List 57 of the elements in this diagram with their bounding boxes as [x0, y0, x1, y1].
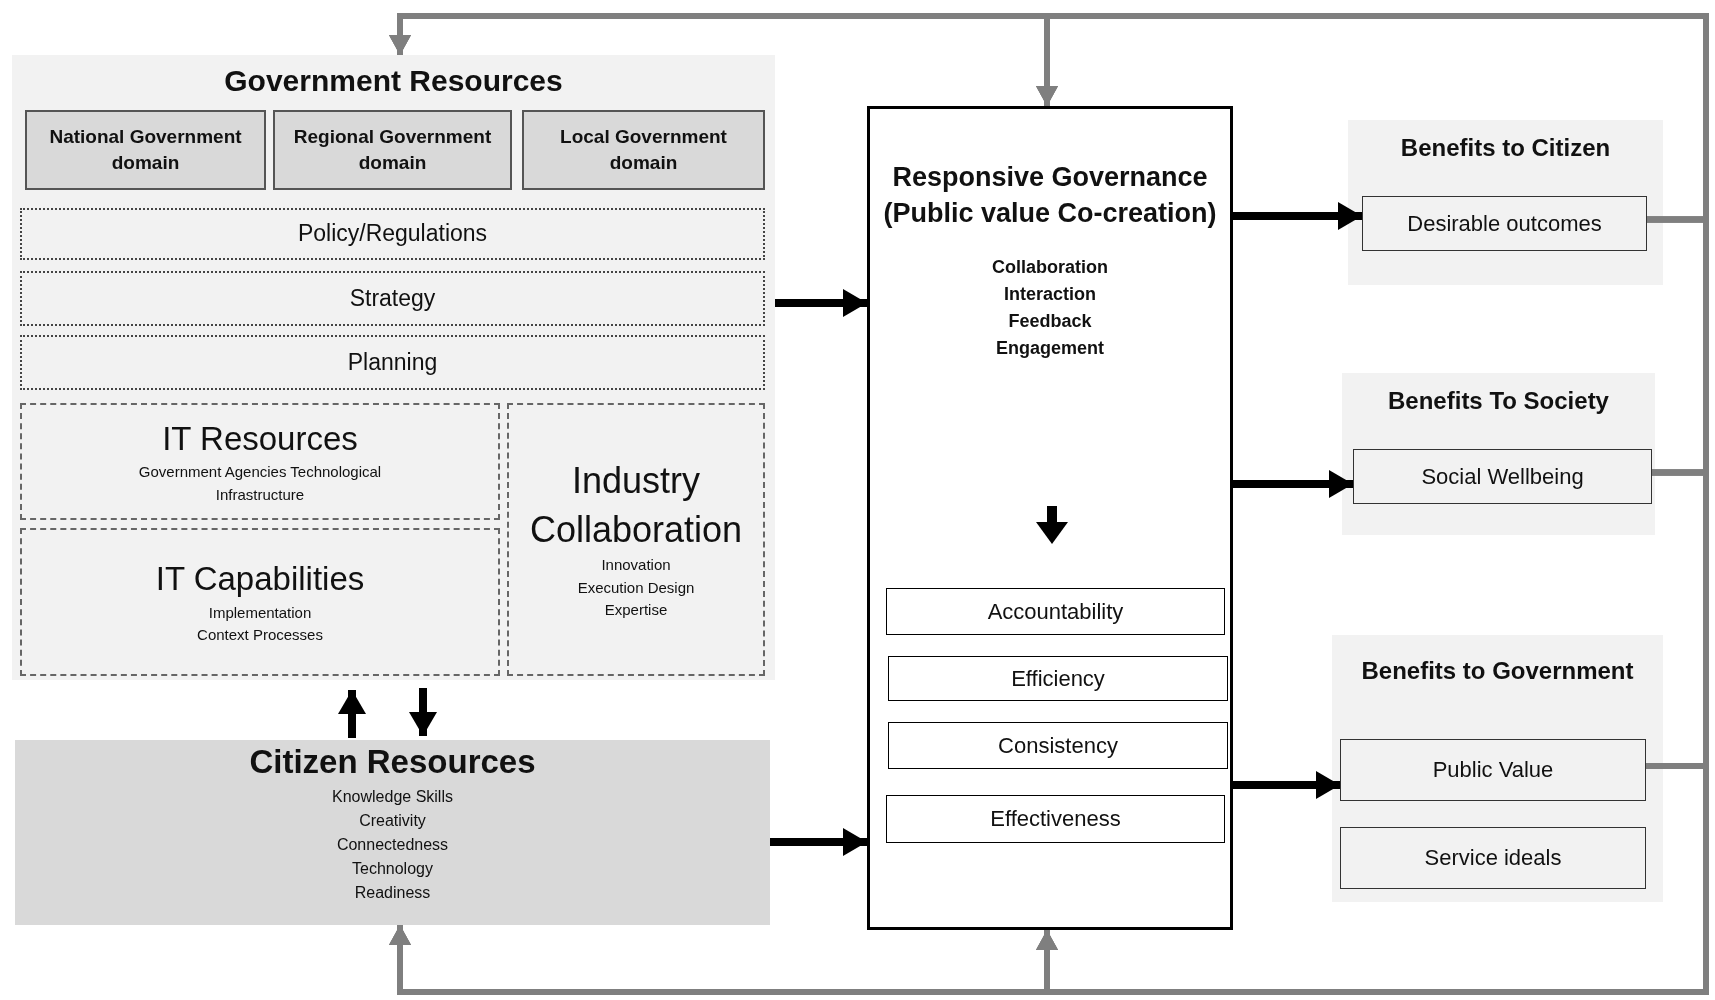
detail-list: Implementation Context Processes — [195, 601, 325, 647]
box-label: Regional Government domain — [292, 125, 493, 175]
detail-list: Knowledge Skills Creativity Connectedness Technology Readiness — [317, 784, 468, 905]
outcome-box — [886, 588, 1225, 635]
box-label: Industry Collaboration — [528, 459, 744, 552]
benefit-panel — [1348, 120, 1663, 285]
panel-heading: Benefits to Government — [1361, 656, 1634, 686]
box-label: National Government domain — [48, 125, 243, 175]
benefit-box — [1340, 739, 1646, 801]
benefit-panel — [1342, 373, 1655, 535]
domain-box — [25, 110, 266, 190]
panel-heading: Responsive Governance (Public value Co-creation) — [882, 161, 1218, 231]
box-label: Social Wellbeing — [1421, 462, 1584, 491]
box-label: Strategy — [349, 283, 436, 313]
box-label: Effectiveness — [990, 805, 1121, 834]
resource-box — [507, 403, 765, 676]
outcome-box — [888, 656, 1228, 701]
panel-heading: Citizen Resources — [249, 742, 536, 782]
arrow — [1233, 470, 1353, 498]
box-label: Accountability — [987, 597, 1124, 626]
box-label: IT Capabilities — [155, 559, 365, 600]
domain-box — [522, 110, 765, 190]
box-label: Service ideals — [1424, 844, 1562, 873]
detail-list: Collaboration Interaction Feedback Engagement — [990, 253, 1110, 362]
panel-heading: Government Resources — [224, 63, 563, 99]
panel-heading: Benefits to Citizen — [1400, 133, 1611, 163]
outcome-box — [888, 722, 1228, 769]
layer-band — [20, 271, 765, 326]
box-label: Policy/Regulations — [297, 219, 488, 249]
panel — [12, 55, 775, 680]
arrow — [1233, 771, 1340, 799]
panel-heading: Benefits To Society — [1388, 386, 1609, 416]
benefit-box — [1362, 196, 1647, 251]
box-label: Planning — [347, 347, 438, 377]
governance-box — [867, 106, 1233, 930]
detail-list: Innovation Execution Design Expertise — [571, 554, 701, 622]
box-label: Efficiency — [1011, 664, 1105, 693]
benefit-box — [1340, 827, 1646, 889]
arrow — [1233, 202, 1362, 230]
box-label: Desirable outcomes — [1407, 209, 1602, 238]
benefit-box — [1353, 449, 1652, 504]
box-label: Local Government domain — [559, 125, 728, 175]
box-label: IT Resources — [162, 418, 358, 459]
resource-box — [20, 528, 500, 676]
resource-panel — [15, 740, 770, 925]
detail-list: Government Agencies Technological Infrastructure — [110, 461, 410, 507]
layer-band — [20, 208, 765, 260]
box-label: Consistency — [998, 731, 1118, 760]
box-label: Public Value — [1432, 756, 1554, 785]
layer-band — [20, 335, 765, 390]
arrow — [775, 289, 867, 317]
resource-box — [20, 403, 500, 520]
benefit-panel — [1332, 635, 1663, 902]
arrow — [770, 828, 867, 856]
domain-box — [273, 110, 512, 190]
arrow — [1036, 763, 1709, 995]
outcome-box — [886, 795, 1225, 843]
